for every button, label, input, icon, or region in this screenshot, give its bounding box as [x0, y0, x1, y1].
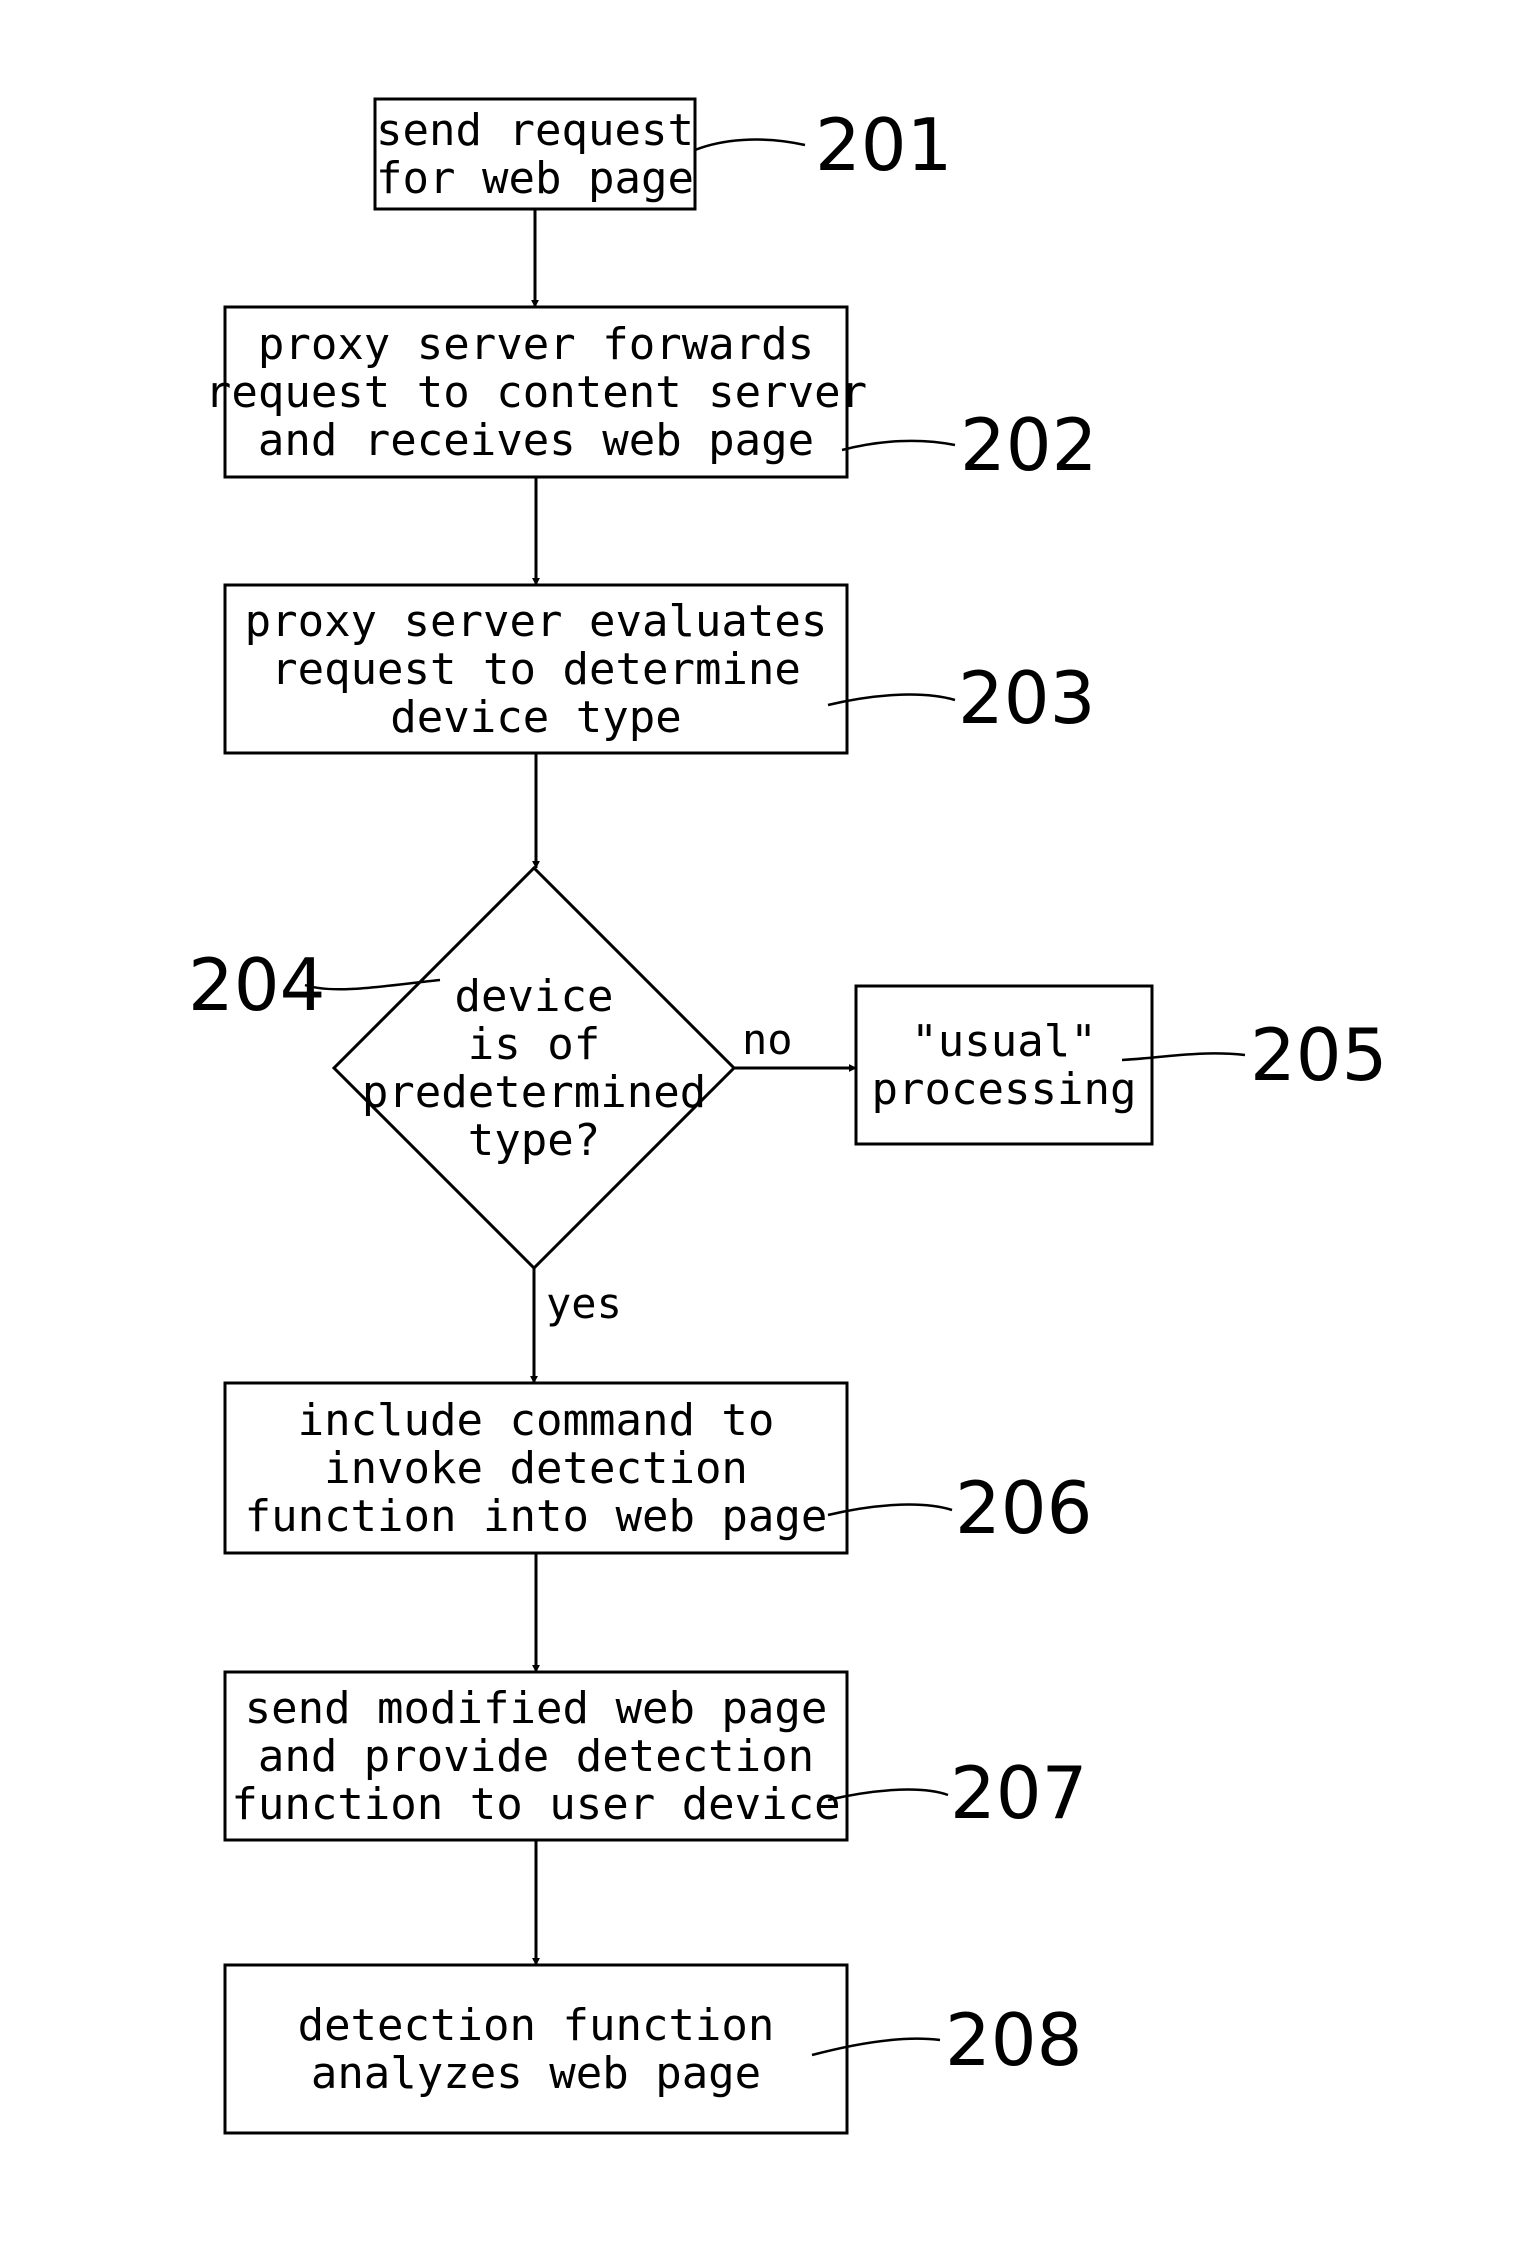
ref-numeral-202: 202 [960, 403, 1097, 487]
ref-numeral-205: 205 [1250, 1013, 1387, 1097]
node-text-line: "usual" [911, 1016, 1096, 1067]
node-203: proxy server evaluatesrequest to determi… [225, 585, 847, 753]
edge-label-no: no [742, 1015, 793, 1064]
ref-leader-line [842, 441, 955, 450]
node-text-line: analyzes web page [311, 2048, 761, 2099]
node-text-line: proxy server forwards [258, 319, 814, 370]
ref-numeral-204: 204 [188, 943, 325, 1027]
ref-numeral-207: 207 [950, 1751, 1087, 1835]
node-text-line: for web page [376, 153, 694, 204]
node-201: send requestfor web page [375, 99, 695, 209]
edge-label-yes: yes [546, 1279, 622, 1328]
node-206: include command toinvoke detectionfuncti… [225, 1383, 847, 1553]
edge-204-205: no [734, 1015, 856, 1068]
node-207: send modified web pageand provide detect… [225, 1672, 847, 1840]
ref-numeral-203: 203 [958, 656, 1095, 740]
ref-numeral-206: 206 [955, 1466, 1092, 1550]
node-text-line: type? [468, 1115, 600, 1166]
node-text-line: device type [390, 692, 681, 743]
node-text-line: device [455, 971, 614, 1022]
edge-204-206: yes [534, 1268, 622, 1383]
node-text-line: send modified web page [245, 1683, 828, 1734]
node-204: deviceis ofpredeterminedtype? [334, 868, 734, 1268]
node-text-line: detection function [298, 2000, 775, 2051]
node-text-line: function into web page [245, 1491, 828, 1542]
node-text-line: is of [468, 1019, 600, 1070]
ref-numeral-208: 208 [945, 1998, 1082, 2082]
node-text-line: send request [376, 105, 694, 156]
node-text-line: include command to [298, 1395, 775, 1446]
node-text-line: proxy server evaluates [245, 596, 828, 647]
node-text-line: processing [872, 1064, 1137, 1115]
node-205: "usual"processing [856, 986, 1152, 1144]
node-text-line: and receives web page [258, 415, 814, 466]
node-text-line: invoke detection [324, 1443, 748, 1494]
node-text-line: request to determine [271, 644, 801, 695]
node-text-line: function to user device [231, 1779, 840, 1830]
node-text-line: predetermined [362, 1067, 706, 1118]
node-208: detection functionanalyzes web page [225, 1965, 847, 2133]
node-text-line: and provide detection [258, 1731, 814, 1782]
node-202: proxy server forwardsrequest to content … [205, 307, 867, 477]
ref-numeral-201: 201 [815, 103, 952, 187]
node-text-line: request to content server [205, 367, 867, 418]
ref-leader-line [695, 140, 805, 150]
